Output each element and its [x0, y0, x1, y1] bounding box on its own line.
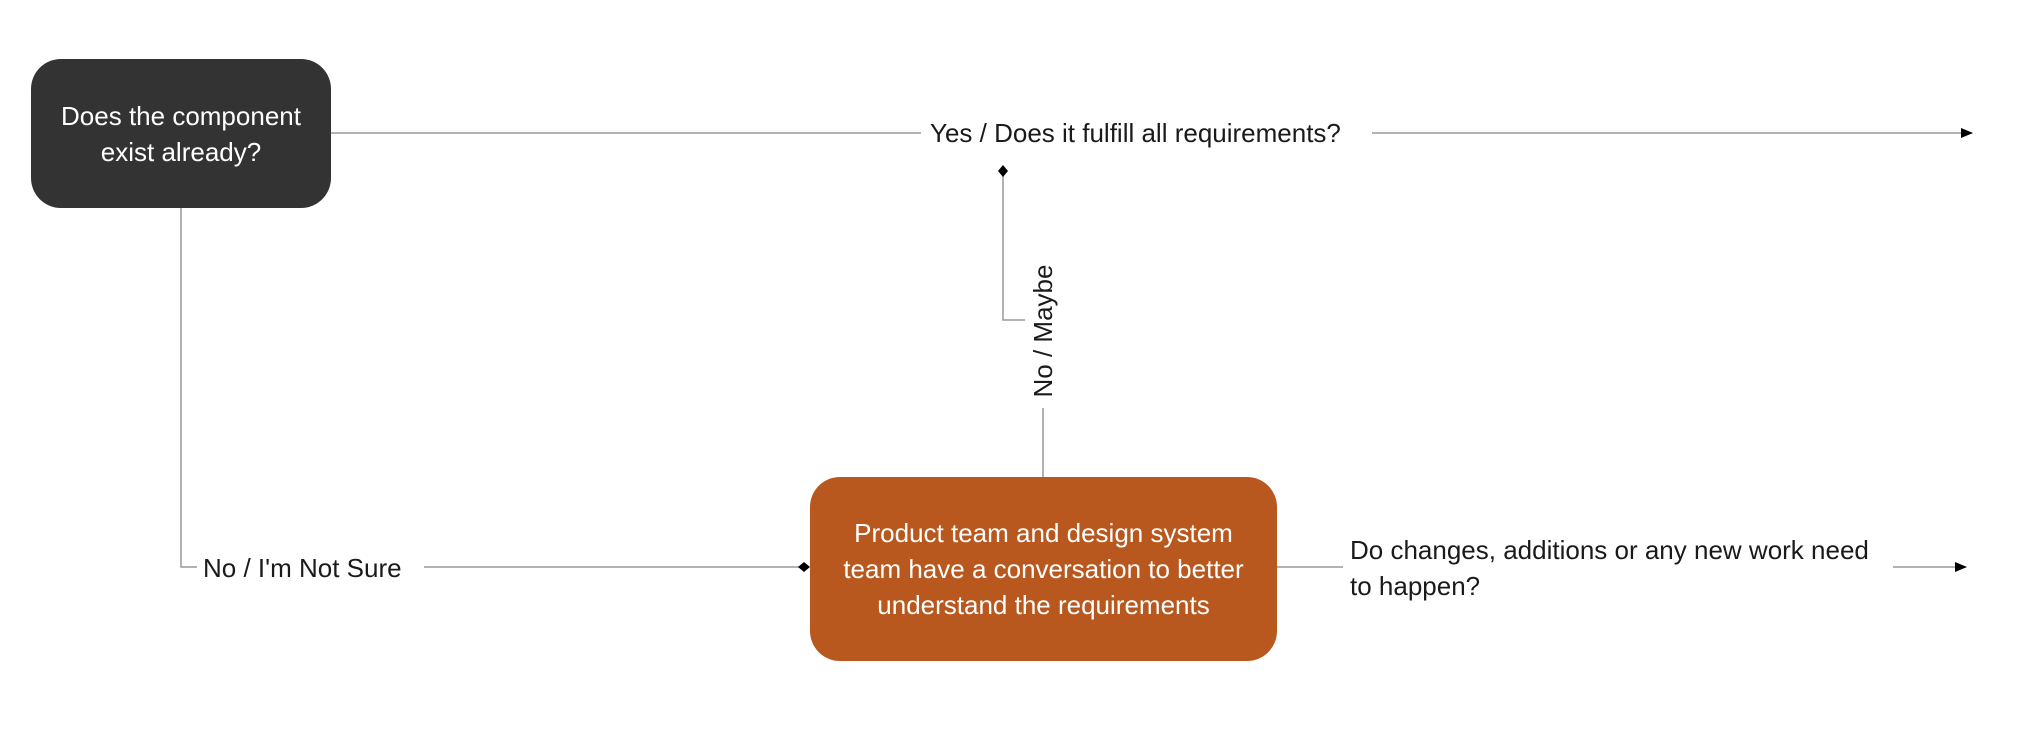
connector-start-to-not-sure	[180, 208, 197, 568]
label-yes-fulfill-requirements: Yes / Does it fulfill all requirements?	[930, 118, 1341, 148]
connector-maybe-to-yes	[1002, 172, 1025, 321]
diamond-endpoint-conversation	[798, 562, 810, 572]
label-changes-needed: Do changes, additions or any new work ne…	[1350, 535, 1869, 601]
start-decision-node: Does the component exist already?	[31, 59, 331, 208]
label-no-maybe: No / Maybe	[1028, 264, 1058, 398]
conversation-process-node: Product team and design system team have…	[810, 477, 1277, 661]
conversation-process-text: Product team and design system team have…	[843, 518, 1244, 620]
start-decision-text: Does the component exist already?	[61, 100, 301, 167]
diamond-endpoint-yes	[998, 165, 1008, 177]
label-no-not-sure: No / I'm Not Sure	[203, 553, 402, 583]
